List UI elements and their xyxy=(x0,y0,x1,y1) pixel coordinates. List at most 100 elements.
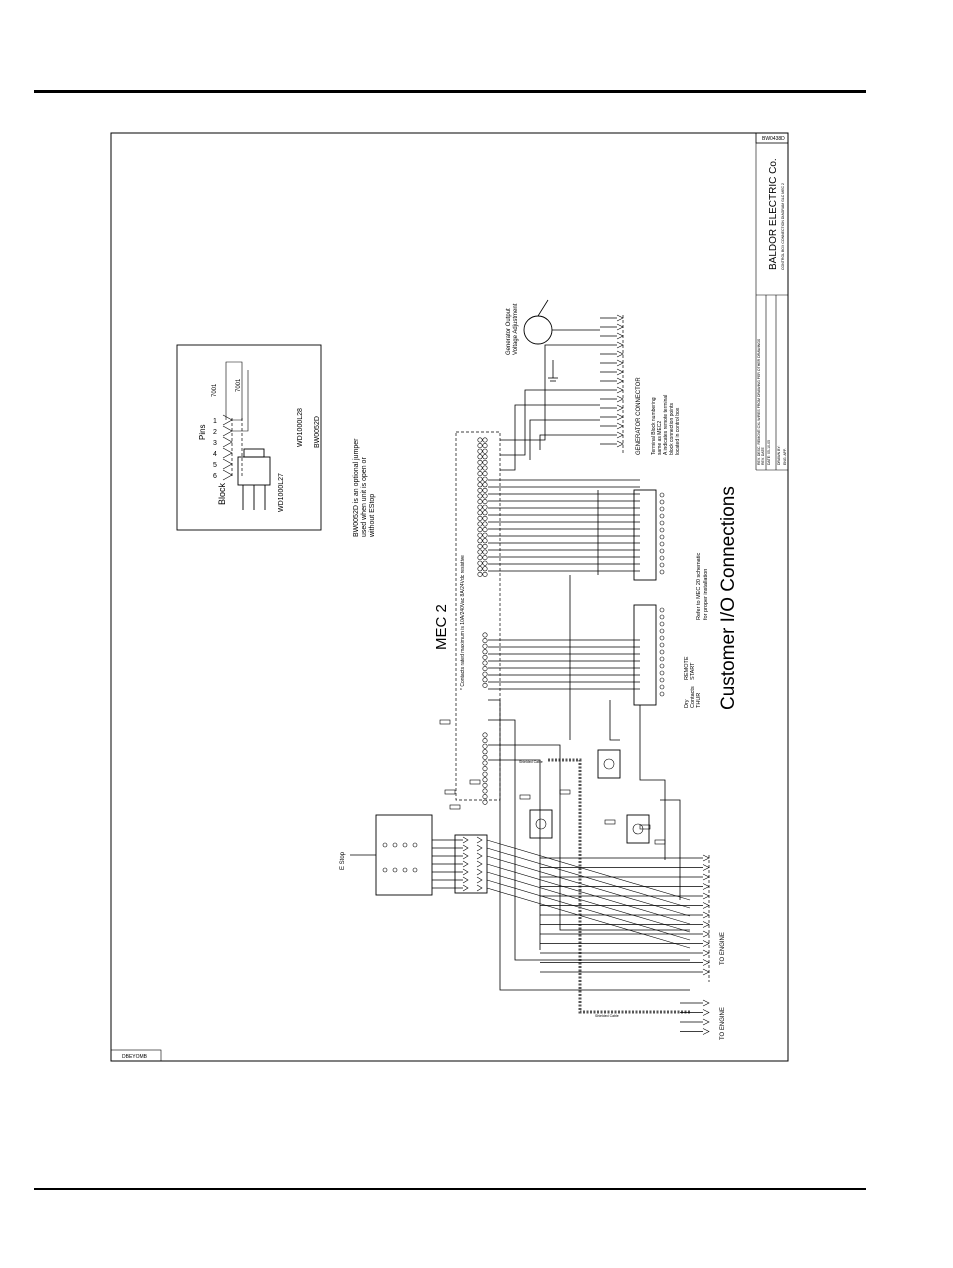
mec2-terminal xyxy=(482,677,488,683)
drawing-number-top: BW0438D xyxy=(762,136,785,142)
customer-terminal xyxy=(659,607,665,613)
generator-pin xyxy=(616,413,624,421)
wire-tag xyxy=(519,794,531,800)
engine-pin xyxy=(702,949,710,957)
mec2-terminal xyxy=(482,538,488,544)
dry-contacts-3: THUR xyxy=(696,693,702,708)
wire xyxy=(486,863,691,925)
mec2-terminal xyxy=(482,448,488,454)
wire xyxy=(660,799,681,900)
generator-pin xyxy=(616,332,624,340)
customer-terminal-strip-lower xyxy=(633,604,657,706)
wire xyxy=(529,419,600,460)
mec2-terminal xyxy=(482,571,488,577)
mec2-terminal xyxy=(482,510,488,516)
mec2-board xyxy=(455,431,501,801)
customer-terminal xyxy=(659,663,665,669)
wire xyxy=(500,344,600,441)
mec2-terminal xyxy=(482,654,488,660)
relay-k2 xyxy=(597,749,621,779)
mec2-terminal xyxy=(482,771,488,777)
relay-k1 xyxy=(529,809,553,839)
mec2-terminal xyxy=(482,521,488,527)
remote-start-2: START xyxy=(690,662,696,680)
dry-contacts-1: Dry xyxy=(684,699,690,708)
mec2-terminal xyxy=(482,471,488,477)
title-small: CONTROL BOX CONNECTION DIAGRAM GLC MEC 2 xyxy=(781,183,785,270)
estop-label: E Stop xyxy=(340,851,346,870)
footer-rule xyxy=(34,1188,866,1190)
terminal-pin xyxy=(462,884,469,892)
customer-terminal xyxy=(659,635,665,641)
customer-terminal xyxy=(659,642,665,648)
customer-terminal xyxy=(659,649,665,655)
estop-box xyxy=(375,814,433,896)
generator-pin xyxy=(616,386,624,394)
wire xyxy=(486,855,691,917)
wire-tag xyxy=(654,839,666,845)
drawing-frame xyxy=(110,132,789,1062)
mec2-terminal xyxy=(477,532,483,538)
customer-terminal xyxy=(659,527,665,533)
mec2-terminal xyxy=(477,448,483,454)
mec2-terminal xyxy=(482,788,488,794)
mec2-terminal xyxy=(482,566,488,572)
shielded-cable-label-2: Shielded Cable xyxy=(595,1014,619,1018)
wire-tag xyxy=(449,804,461,810)
generator-pin xyxy=(616,341,624,349)
relay-k2-coil xyxy=(603,758,615,770)
mec2-terminal xyxy=(477,538,483,544)
generator-pin xyxy=(616,422,624,430)
mec2-terminal xyxy=(482,643,488,649)
wire xyxy=(639,705,666,860)
mec2-terminal xyxy=(477,459,483,465)
mec2-terminal xyxy=(477,515,483,521)
customer-terminal xyxy=(659,684,665,690)
mec2-terminal xyxy=(482,549,488,555)
wire xyxy=(486,887,691,949)
generator-pin xyxy=(616,350,624,358)
rev-date: REV. DATE xyxy=(761,446,765,465)
board-title: MEC 2 xyxy=(433,604,450,650)
mec2-terminal xyxy=(477,555,483,561)
mec2-terminal xyxy=(482,482,488,488)
contacts-note: * Contacts rated maximum is 10A/240Vac 8… xyxy=(460,555,466,690)
inset-part-left: WD1000L27 xyxy=(278,473,285,512)
company-name: BALDOR ELECTRIC Co. xyxy=(768,158,779,270)
mec2-terminal xyxy=(477,471,483,477)
customer-terminal xyxy=(659,506,665,512)
to-engine-label-1: TO ENGINE xyxy=(720,932,726,965)
inset-jumper-part: BW0052D xyxy=(314,416,321,448)
wire-tag xyxy=(444,789,456,795)
mec2-terminal xyxy=(482,515,488,521)
estop-contact xyxy=(392,842,398,848)
generator-pin xyxy=(616,440,624,448)
drawn-by: DRAWN BY: xyxy=(777,445,781,465)
engine-pin xyxy=(702,968,710,976)
mec2-terminal xyxy=(482,560,488,566)
mec2-terminal xyxy=(482,499,488,505)
wire-tag xyxy=(604,819,616,825)
engine-pin xyxy=(702,1009,710,1016)
customer-terminal xyxy=(659,614,665,620)
mec2-terminal xyxy=(477,487,483,493)
estop-contact xyxy=(412,842,418,848)
inset-jumper-detail: Block Pins WD1000L27 1 2 3 4 5 6 7001 70… xyxy=(176,344,376,538)
shielded-cable xyxy=(548,758,690,1014)
customer-terminal xyxy=(659,621,665,627)
estop-contact xyxy=(402,842,408,848)
engine-pin xyxy=(702,902,710,909)
terminal-pin xyxy=(462,844,469,852)
terminal-pin xyxy=(476,868,483,876)
wire-tag xyxy=(559,789,571,795)
mec2-terminal xyxy=(482,749,488,755)
relay-k1-coil xyxy=(535,818,547,830)
engine-pin xyxy=(702,940,710,947)
pin-6: 6 xyxy=(213,473,217,480)
engine-pin xyxy=(702,854,710,862)
engine-pin xyxy=(702,930,710,938)
pin-5: 5 xyxy=(213,462,217,469)
voltage-adjust-pot xyxy=(523,315,553,345)
mec2-terminal xyxy=(482,682,488,688)
terminal-pin xyxy=(462,868,469,876)
